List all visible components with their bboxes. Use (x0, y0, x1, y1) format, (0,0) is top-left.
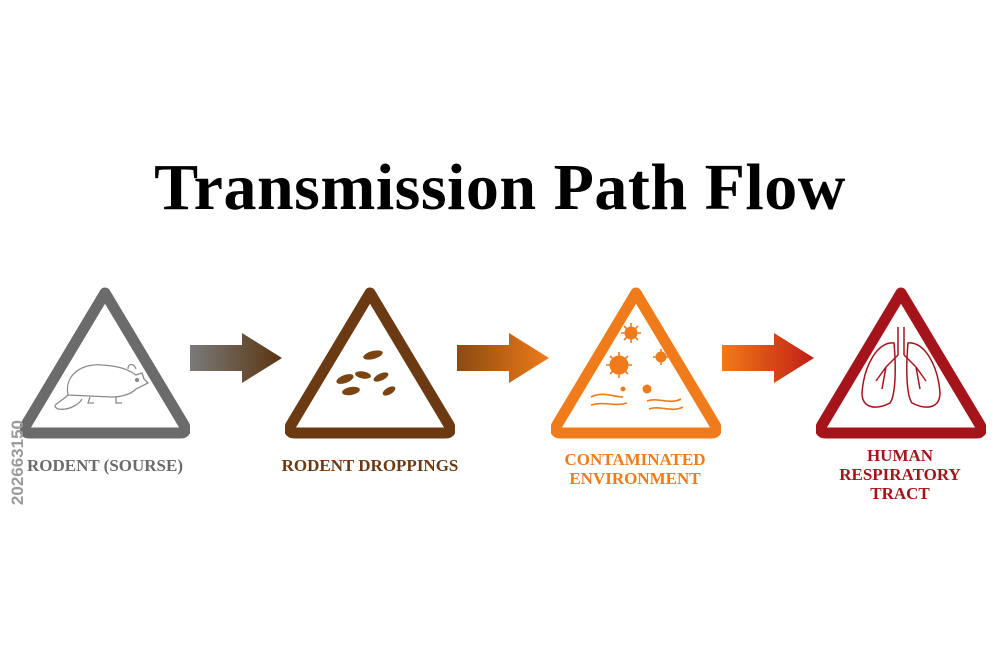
virus-wind-icon (590, 323, 684, 411)
page-title: Transmission Path Flow (154, 151, 846, 224)
stage-rodent-label: RODENT (SOURSE) (26, 456, 184, 475)
stage-environment-sign (551, 287, 721, 439)
stage-droppings-sign (285, 287, 455, 439)
watermark-id: 202663150 (8, 420, 27, 506)
arrow-1 (190, 333, 282, 383)
droppings-icon (336, 350, 396, 396)
stage-lungs-sign (816, 287, 986, 439)
stage-lungs-label: HUMAN RESPIRATORY TRACT (839, 446, 961, 503)
stage-droppings-label: RODENT DROPPINGS (281, 456, 459, 475)
lungs-icon (861, 327, 941, 408)
arrow-2 (457, 333, 549, 383)
arrow-3 (722, 333, 814, 383)
stage-rodent-sign (20, 287, 190, 439)
stage-environment-label: CONTAMINATED ENVIRONMENT (564, 450, 706, 488)
rat-icon (54, 363, 150, 410)
